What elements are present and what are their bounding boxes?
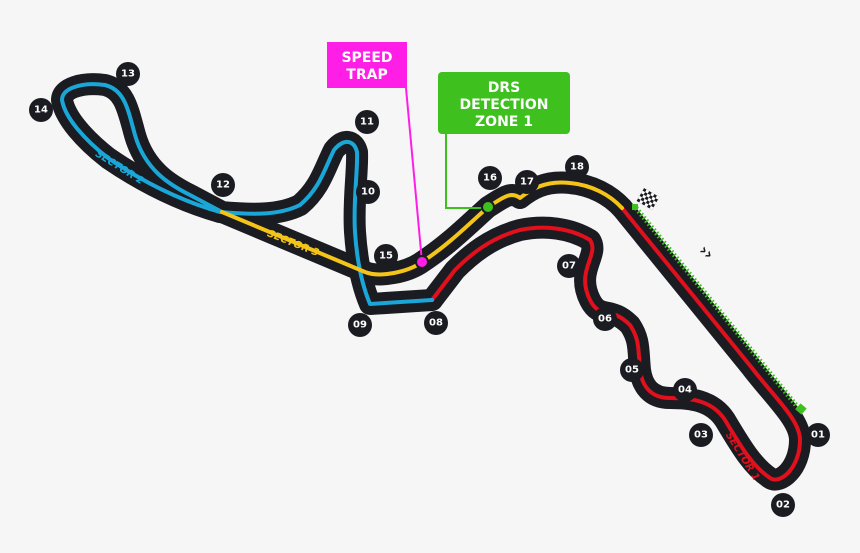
turn-14-badge: 14 — [29, 98, 53, 122]
turn-10-badge: 10 — [356, 180, 380, 204]
drs-zone-line — [634, 206, 802, 412]
turn-badges: 01 02 03 04 05 06 07 08 09 10 11 12 13 1… — [29, 62, 830, 517]
svg-text:03: 03 — [694, 430, 708, 441]
drs-detection-box — [438, 72, 570, 134]
svg-text:05: 05 — [625, 365, 639, 376]
speed-trap-box — [327, 42, 407, 88]
drs-detection-callout: DRS DETECTION ZONE 1 — [438, 72, 570, 214]
svg-text:13: 13 — [121, 69, 135, 80]
turn-01-badge: 01 — [806, 423, 830, 447]
speed-trap-callout: SPEED TRAP — [327, 42, 429, 269]
svg-text:08: 08 — [429, 318, 443, 329]
svg-text:07: 07 — [562, 261, 576, 272]
svg-text:12: 12 — [216, 180, 230, 191]
svg-text:11: 11 — [360, 117, 374, 128]
speed-trap-marker — [415, 255, 429, 269]
turn-07-badge: 07 — [557, 254, 581, 278]
chequered-flag-icon — [636, 188, 660, 210]
track-outline — [51, 73, 811, 491]
svg-text:10: 10 — [361, 187, 375, 198]
turn-13-badge: 13 — [116, 62, 140, 86]
drs-detection-marker — [481, 200, 495, 214]
svg-text:18: 18 — [570, 162, 584, 173]
turn-17-badge: 17 — [515, 170, 539, 194]
drs-label-line2: DETECTION — [460, 97, 549, 113]
turn-02-badge: 02 — [771, 493, 795, 517]
speed-trap-label-line1: SPEED — [341, 50, 392, 66]
drs-label-line1: DRS — [488, 80, 520, 96]
drs-label-line3: ZONE 1 — [475, 114, 533, 130]
turn-04-badge: 04 — [673, 378, 697, 402]
drs-zone-end-marker — [795, 403, 807, 415]
svg-text:02: 02 — [776, 500, 790, 511]
turn-05-badge: 05 — [620, 358, 644, 382]
svg-text:16: 16 — [483, 173, 497, 184]
drs-chevron-icon: ›› — [695, 241, 717, 264]
turn-18-badge: 18 — [565, 155, 589, 179]
svg-text:09: 09 — [353, 320, 367, 331]
turn-03-badge: 03 — [689, 423, 713, 447]
svg-text:14: 14 — [34, 105, 48, 116]
svg-text:01: 01 — [811, 430, 825, 441]
svg-text:06: 06 — [598, 314, 612, 325]
turn-12-badge: 12 — [211, 173, 235, 197]
sector2-line — [60, 82, 434, 306]
svg-text:17: 17 — [520, 177, 534, 188]
drs-zone-start-marker — [632, 204, 638, 210]
turn-06-badge: 06 — [593, 307, 617, 331]
turn-11-badge: 11 — [355, 110, 379, 134]
turn-16-badge: 16 — [478, 166, 502, 190]
turn-15-badge: 15 — [374, 244, 398, 268]
speed-trap-label-line2: TRAP — [346, 67, 387, 83]
svg-text:04: 04 — [678, 385, 692, 396]
svg-text:15: 15 — [379, 251, 393, 262]
turn-09-badge: 09 — [348, 313, 372, 337]
turn-08-badge: 08 — [424, 311, 448, 335]
sector3-line — [220, 180, 624, 277]
